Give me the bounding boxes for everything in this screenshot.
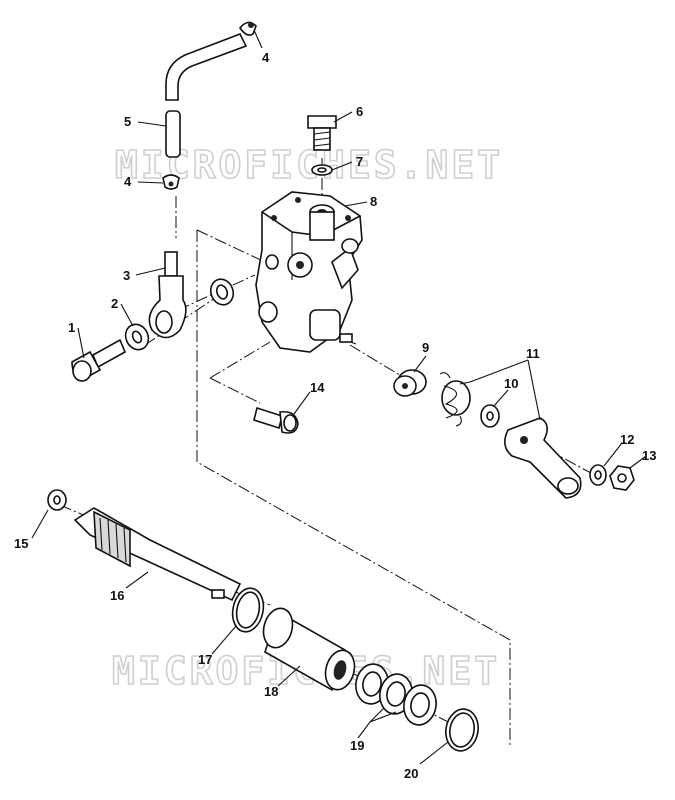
callout-10: 10	[504, 376, 518, 391]
banjo-fitting	[148, 251, 187, 339]
o-ring-17	[231, 587, 265, 633]
callout-14: 14	[310, 380, 325, 395]
callout-1: 1	[68, 320, 75, 335]
callout-16: 16	[110, 588, 124, 603]
washer-10	[480, 404, 500, 428]
oil-pump-body	[255, 191, 363, 353]
callout-7: 7	[356, 154, 363, 169]
bleed-screw	[307, 115, 337, 151]
callout-8: 8	[370, 194, 377, 209]
callout-6: 6	[356, 104, 363, 119]
shim-set	[355, 663, 437, 726]
washer-2	[124, 323, 150, 351]
thrust-washer	[47, 489, 67, 511]
drive-gear-shaft	[73, 507, 242, 602]
roller-bushing	[393, 369, 427, 397]
callout-4-bottom: 4	[124, 174, 132, 189]
washer-7	[311, 164, 333, 176]
bushing-sleeve	[262, 607, 356, 692]
callout-12: 12	[620, 432, 634, 447]
callout-13: 13	[642, 448, 656, 463]
nut-13	[609, 465, 635, 491]
sealing-washer	[209, 278, 235, 306]
leader-lines	[31, 29, 647, 765]
snap-ring	[445, 708, 479, 752]
callout-19: 19	[350, 738, 364, 753]
callout-2: 2	[111, 296, 118, 311]
hose-clamp-top	[239, 21, 257, 36]
callout-11: 11	[526, 346, 540, 361]
curved-hose	[165, 32, 248, 101]
straight-hose	[165, 110, 181, 158]
control-lever	[504, 417, 582, 499]
callout-labels: 4 5 4 3 2 1 6 7 8 9 10 11 12 13 14 15 16…	[14, 50, 656, 781]
return-spring	[439, 372, 471, 427]
callout-20: 20	[404, 766, 418, 781]
callout-4-top: 4	[262, 50, 270, 65]
banjo-bolt	[71, 338, 127, 382]
callout-5: 5	[124, 114, 131, 129]
callout-17: 17	[198, 652, 212, 667]
washer-12	[589, 464, 607, 486]
callout-9: 9	[422, 340, 429, 355]
mounting-bolt	[253, 406, 299, 434]
callout-3: 3	[123, 268, 130, 283]
callout-15: 15	[14, 536, 28, 551]
hose-clamp-bottom	[162, 174, 180, 190]
callout-18: 18	[264, 684, 278, 699]
